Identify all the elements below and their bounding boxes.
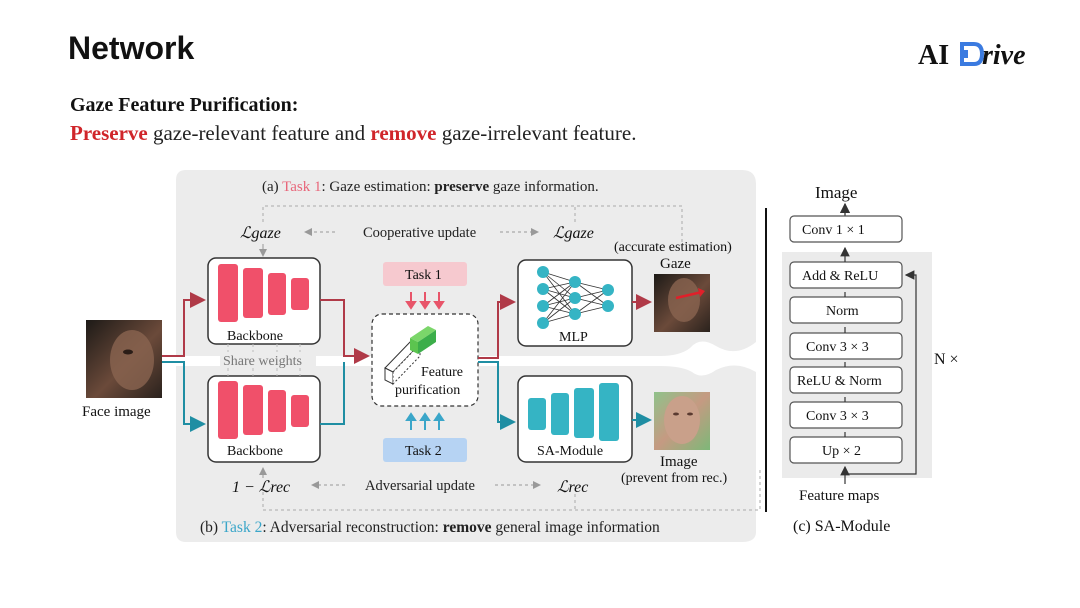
- backbone-bottom-label: Backbone: [227, 444, 283, 459]
- gaze-label: Gaze: [660, 256, 691, 272]
- preserve-keyword: Preserve: [70, 121, 148, 145]
- share-weights-label: Share weights: [223, 354, 302, 369]
- up-arrows-icon: [405, 412, 445, 430]
- sa-block-label: Conv 1 × 1: [802, 223, 865, 238]
- task2-box: [383, 438, 467, 462]
- sa-block-label: Conv 3 × 3: [806, 409, 869, 424]
- intro-text-1: gaze-relevant feature and: [147, 121, 371, 145]
- loss-rec-right: ℒrec: [557, 479, 588, 496]
- cooperative-update-label: Cooperative update: [363, 225, 476, 241]
- share-weights-bg: [220, 352, 316, 368]
- loss-gaze-left: ℒgaze: [240, 225, 281, 242]
- sa-block-list: Conv 1 × 1 Add & ReLU Norm Conv 3 × 3 Re…: [789, 215, 903, 464]
- page-title: Network: [68, 30, 195, 66]
- input-flows: [162, 292, 206, 432]
- face-image-label: Face image: [82, 404, 151, 420]
- sa-block-relu-norm: [789, 366, 903, 394]
- sa-repeat-label: N ×: [934, 351, 959, 368]
- intro-text-2: gaze-irrelevant feature.: [436, 121, 637, 145]
- sa-block-conv3x3-b: [789, 401, 903, 429]
- mlp-label: MLP: [559, 330, 588, 345]
- gaze-photo: [654, 274, 710, 332]
- loss-feedback-lines: [262, 205, 761, 511]
- feature-purification-label-2: purification: [395, 383, 460, 398]
- backbone-top: [207, 257, 321, 345]
- purification-to-heads: [478, 294, 516, 430]
- svg-text:rive: rive: [982, 40, 1026, 71]
- sa-block-label: Up × 2: [822, 444, 861, 459]
- section-heading: Gaze Feature Purification:: [70, 94, 299, 116]
- reconstructed-face-photo: [654, 392, 710, 450]
- intro-line: Preserve gaze-relevant feature and remov…: [70, 121, 636, 146]
- svg-text:AI: AI: [918, 40, 949, 71]
- accurate-estimation-label: (accurate estimation): [614, 240, 732, 255]
- feature-cube-icon: [384, 326, 436, 386]
- sa-block-label: ReLU & Norm: [797, 374, 882, 389]
- down-arrows-icon: [405, 292, 445, 310]
- sa-block-norm: [789, 296, 903, 324]
- mlp-network-icon: [517, 259, 633, 347]
- sa-block-up2: [789, 436, 903, 464]
- task1-caption: (a) Task 1: Gaze estimation: preserve ga…: [262, 179, 599, 195]
- sa-skip-connection: [845, 270, 917, 475]
- task2-box-label: Task 2: [405, 444, 442, 459]
- sa-block-label: Conv 3 × 3: [806, 340, 869, 355]
- sa-block-add-relu: [789, 261, 903, 289]
- sa-top-label: Image: [815, 183, 857, 202]
- sa-input-label: Feature maps: [799, 488, 880, 504]
- loss-gaze-right: ℒgaze: [553, 225, 594, 242]
- sa-module-block: [517, 375, 633, 463]
- sa-block-conv3x3-a: [789, 332, 903, 360]
- sa-block-label: Norm: [826, 304, 859, 319]
- sa-block-conv1x1: [789, 215, 903, 243]
- sa-block-label: Add & ReLU: [802, 269, 878, 284]
- face-photo: [86, 320, 162, 398]
- backbone-bottom: [207, 375, 321, 463]
- feature-purification-box: [371, 313, 479, 407]
- image-output-label: Image: [660, 454, 698, 470]
- ai-drive-logo: AI rive: [918, 40, 1026, 71]
- prevent-label: (prevent from rec.): [621, 471, 727, 486]
- task2-caption: (b) Task 2: Adversarial reconstruction: …: [200, 519, 660, 536]
- backbone-to-purification: [320, 299, 370, 425]
- sa-caption: (c) SA-Module: [793, 518, 890, 535]
- feature-purification-label-1: Feature: [421, 365, 463, 380]
- task1-box: [383, 262, 467, 286]
- adversarial-update-label: Adversarial update: [365, 478, 475, 494]
- share-weights-lines: [227, 344, 301, 376]
- sa-module-label: SA-Module: [537, 444, 603, 459]
- remove-keyword: remove: [370, 121, 437, 145]
- backbone-top-label: Backbone: [227, 329, 283, 344]
- loss-rec-left: 1 − ℒrec: [232, 479, 290, 496]
- task1-box-label: Task 1: [405, 268, 442, 283]
